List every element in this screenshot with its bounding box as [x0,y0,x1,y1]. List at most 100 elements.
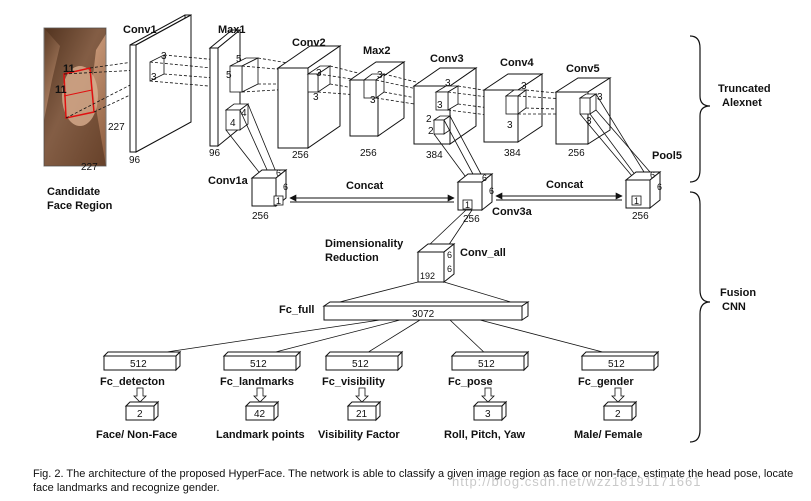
conv4-depth: 384 [504,148,521,159]
input-height-label: 227 [81,162,98,173]
output-box-top [602,401,638,407]
max2-title: Max2 [363,45,391,57]
input-width-label: 227 [108,122,125,133]
pool5-k1: 6 [650,170,655,180]
fc-size: 512 [352,359,369,370]
task-label: Roll, Pitch, Yaw [444,429,526,441]
figure-caption: Fig. 2. The architecture of the proposed… [33,468,794,494]
fc-bar-side [653,350,659,372]
fc-full-size: 3072 [412,309,435,320]
conv3a-k1: 6 [482,173,487,183]
truncated-label-line1: Truncated [718,83,771,95]
output-size: 2 [137,409,143,420]
fc-layer-name: Fc_visibility [322,376,386,388]
conv-all-block [416,242,456,284]
conv-all-title: Conv_all [460,247,506,259]
pool5-k3: 1 [634,196,639,206]
fc-size: 512 [250,359,267,370]
max2-kernel-side: 3 [370,95,376,106]
conv3-block [412,67,478,145]
output-box-side [273,400,279,422]
truncated-alexnet-bracket [689,35,711,183]
max2-block [348,61,406,137]
fc-bar-top [222,351,302,357]
output-size: 21 [356,409,368,420]
output-box [473,405,503,421]
conv1a-block [250,168,288,208]
conv5-kernel-side: 3 [586,116,592,127]
fc-bar-top [580,351,660,357]
dimred-line1: Dimensionality [325,238,404,250]
conv1a-k2: 6 [283,182,288,192]
fc-bar [103,355,177,371]
conv4-kernel-side: 3 [507,120,513,131]
fc-bar-side [295,350,301,372]
max1-depth: 96 [209,148,221,159]
fcfull-fanout-lines [139,319,619,357]
conv3a-k2: 6 [489,186,494,196]
conv3a-title: Conv3a [492,206,533,218]
truncated-label-line2: Alexnet [722,97,762,109]
diagram-canvas: 11 11 227 227 Candidate Face Region Conv… [43,14,771,443]
input-crop-height: 11 [55,84,67,96]
concat-label-left: Concat [346,180,384,192]
fc-full-block [322,301,530,321]
fc-bar [223,355,297,371]
conv2-depth: 256 [292,150,309,161]
concat-arrow-right [495,192,623,201]
conv3-kernel2-top: 2 [426,114,432,125]
conv1-block [129,14,192,153]
pool5-block [624,170,662,210]
output-box [347,405,377,421]
conv1-title: Conv1 [123,24,157,36]
output-box-top [244,401,280,407]
fc-bar-side [175,350,181,372]
conv1a-k3: 1 [276,196,281,206]
max1-block [208,28,259,148]
conv2-kernel-top: 3 [316,68,322,79]
conv1a-depth: 256 [252,211,269,222]
conv2-block [276,45,342,149]
conv1-kernel-top: 3 [161,51,167,62]
output-box-side [631,400,637,422]
fc-bar [581,355,655,371]
output-box-side [153,400,159,422]
down-arrow-icon [611,387,625,403]
fc-size: 512 [608,359,625,370]
fc-full-title: Fc_full [279,304,314,316]
task-label: Face/ Non-Face [96,429,177,441]
pool5-title: Pool5 [652,150,682,162]
conv3a-depth: 256 [463,214,480,225]
fc-bar-side [523,350,529,372]
task-label: Visibility Factor [318,429,400,441]
output-size: 42 [254,409,266,420]
conv3-depth: 384 [426,150,443,161]
conv1a-k1: 6 [276,168,281,178]
fc-bar-side [397,350,403,372]
input-label-line2: Face Region [47,200,113,212]
output-box-side [501,400,507,422]
task-label: Male/ Female [574,429,642,441]
max1-kernel2-side: 4 [230,118,236,129]
max1-title: Max1 [218,24,246,36]
output-box [125,405,155,421]
dimred-line2: Reduction [325,252,379,264]
conv2-title: Conv2 [292,37,326,49]
max1-to-conv1a-lines [225,103,277,177]
fc-size: 512 [478,359,495,370]
input-face-image [43,27,107,167]
conv5-to-pool5-lines [579,93,651,177]
conv3-kernel-top: 3 [445,78,451,89]
down-arrow-icon [355,387,369,403]
fc-layer-name: Fc_detecton [100,376,165,388]
pool5-k2: 6 [657,182,662,192]
conv-all-k1: 6 [447,250,452,260]
output-size: 2 [615,409,621,420]
